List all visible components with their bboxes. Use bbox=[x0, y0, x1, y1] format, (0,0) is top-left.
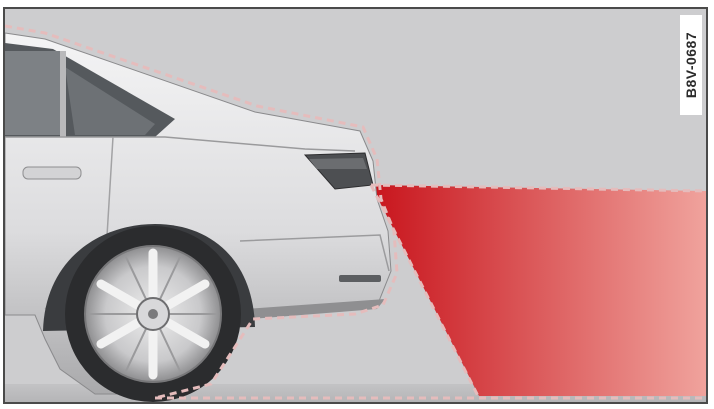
sensor-zone bbox=[371, 185, 707, 396]
figure-code-text: B8V-0687 bbox=[683, 32, 699, 98]
figure-code-label: B8V-0687 bbox=[680, 15, 702, 115]
car-rear-illustration bbox=[5, 33, 391, 402]
illustration-frame: B8V-0687 bbox=[3, 7, 708, 404]
rear-parking-scene bbox=[5, 9, 708, 404]
